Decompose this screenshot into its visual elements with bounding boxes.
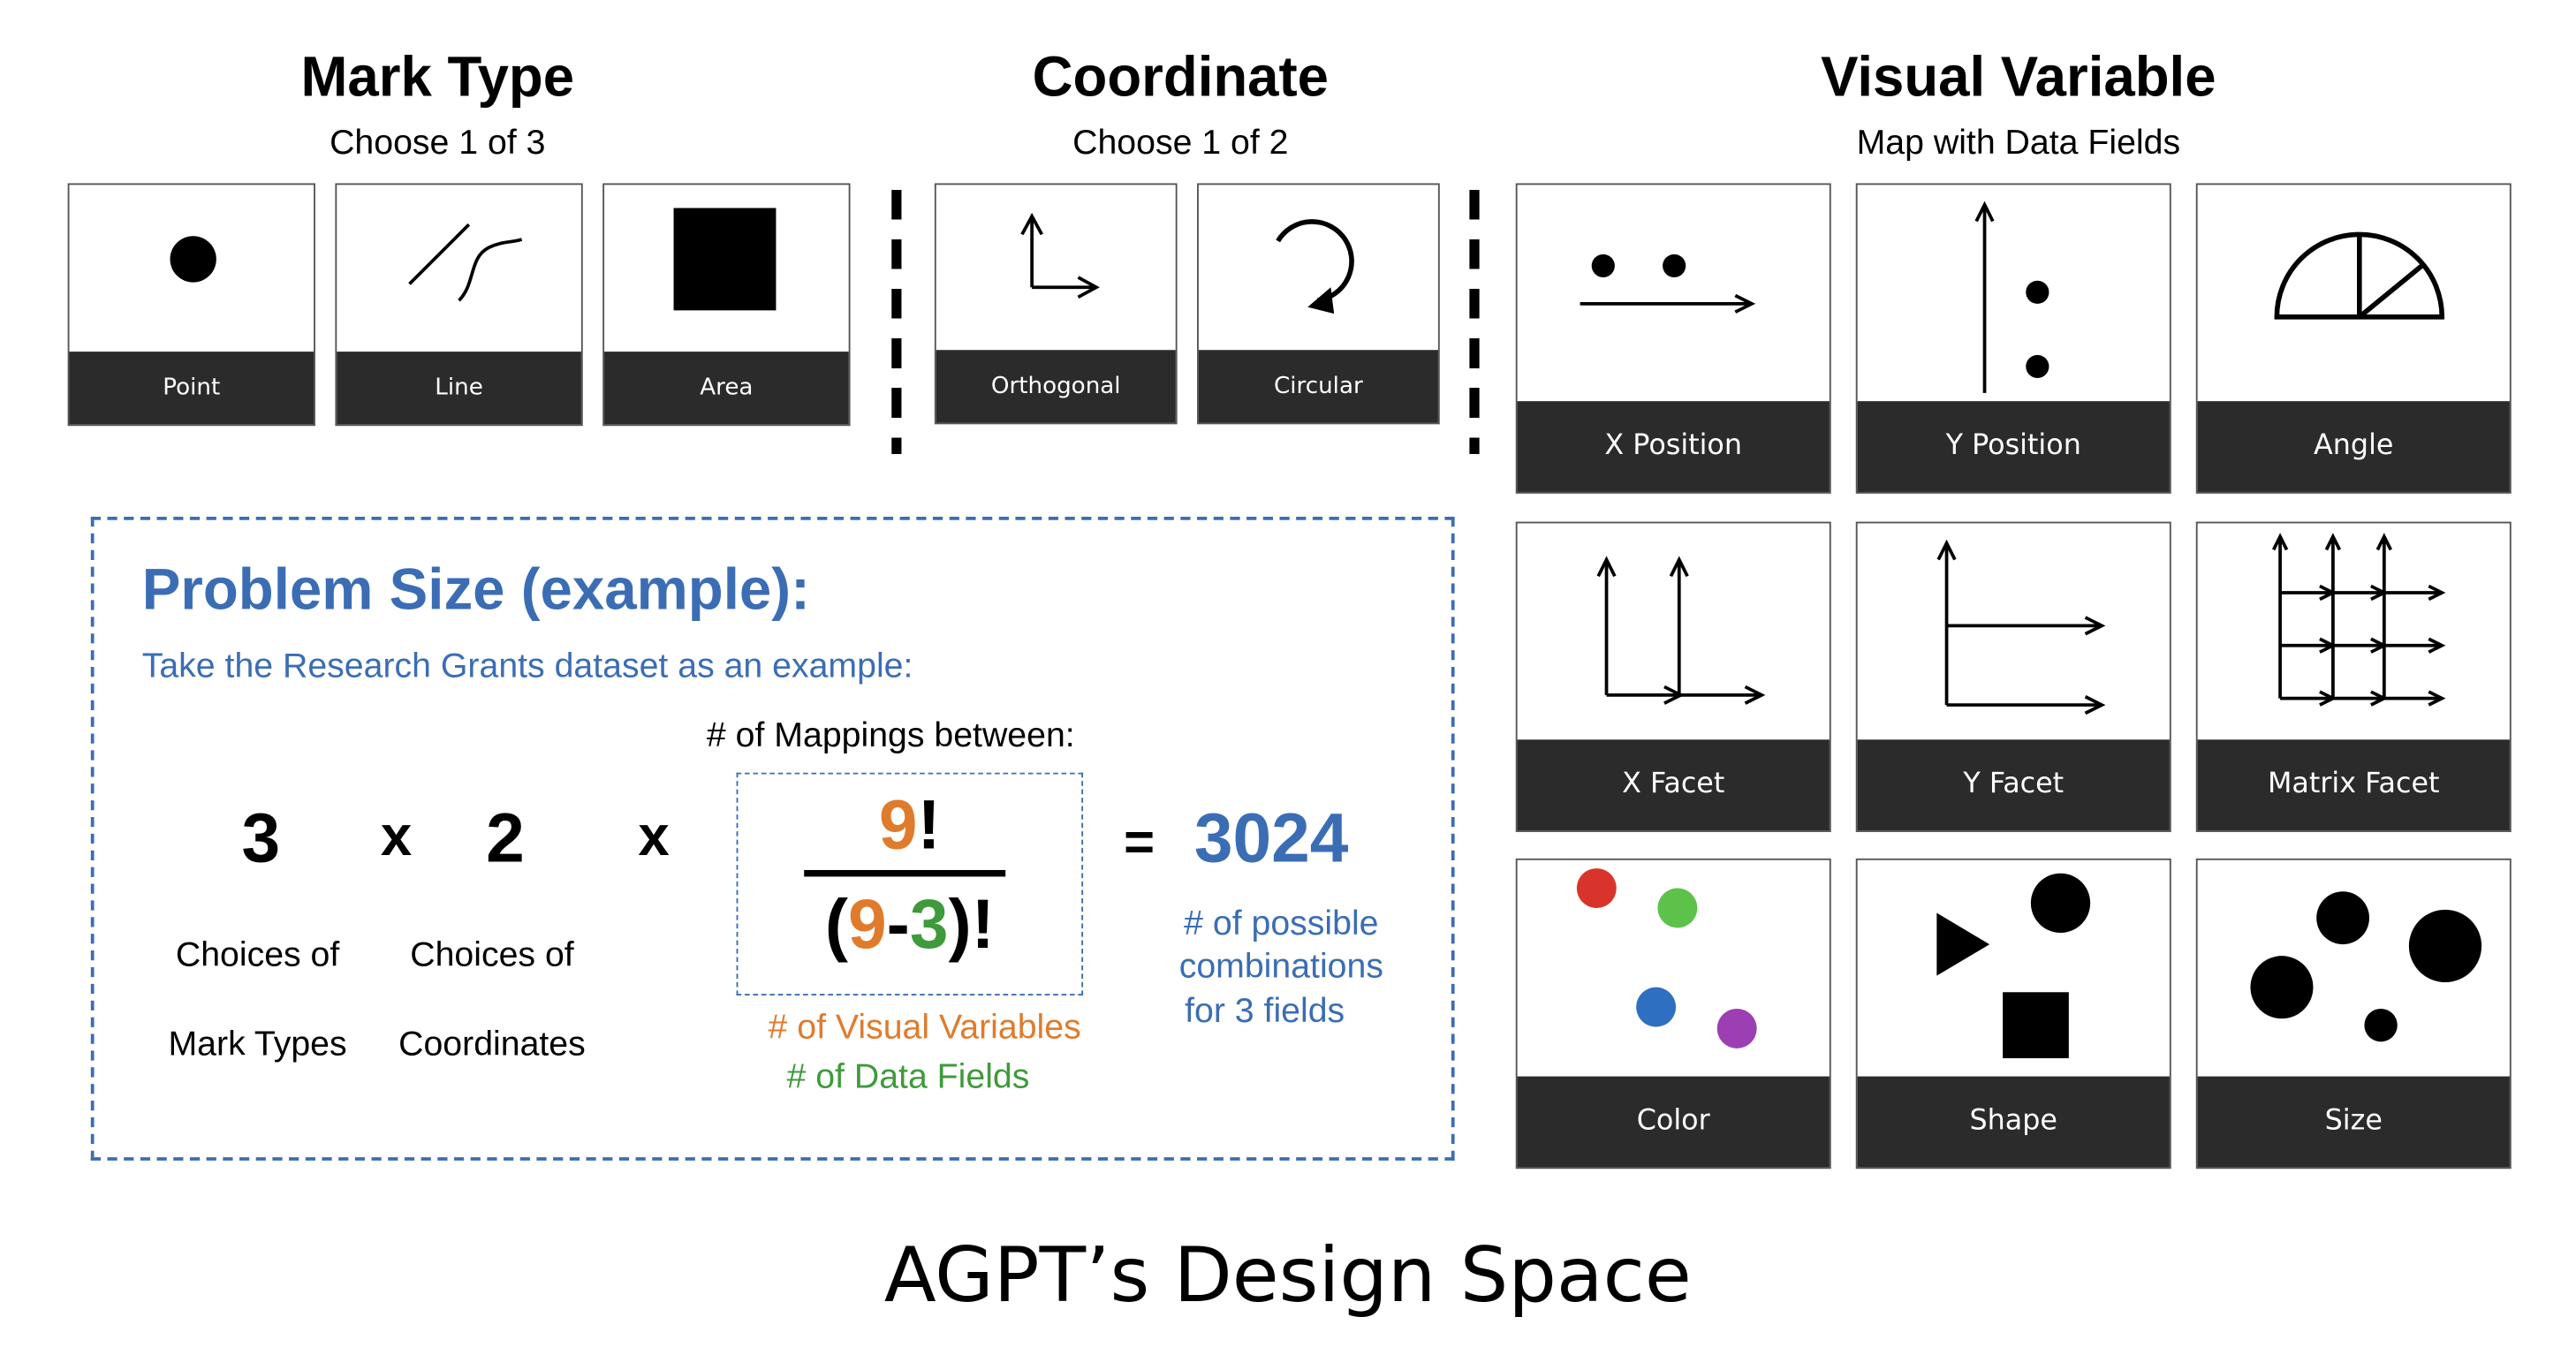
- circular-arrow-icon: [1276, 219, 1354, 314]
- vv-card-color[interactable]: Color: [1515, 858, 1831, 1170]
- y-facet-icon: [1936, 539, 2106, 715]
- result-caption-line3: for 3 fields: [1185, 992, 1345, 1031]
- vv-card-size[interactable]: Size: [2195, 858, 2512, 1170]
- section-separator: [1469, 189, 1480, 454]
- coord-count: 2: [486, 799, 525, 877]
- vv-card-shape[interactable]: Shape: [1855, 858, 2171, 1170]
- mark-caption-line2: Mark Types: [168, 1025, 347, 1064]
- visual-variable-subtitle: Map with Data Fields: [1856, 124, 2181, 163]
- matrix-facet-icon: [2271, 533, 2446, 707]
- visual-variable-title: Visual Variable: [1821, 46, 2216, 110]
- vv-card-x-position[interactable]: X Position: [1515, 183, 1831, 494]
- purple-dot: [1716, 1008, 1757, 1048]
- vv-label: Matrix Facet: [2197, 739, 2510, 831]
- vv-label: Y Facet: [1857, 739, 2170, 831]
- vv-card-y-position[interactable]: Y Position: [1855, 183, 2171, 494]
- green-dot: [1657, 888, 1698, 928]
- point-icon: [170, 236, 216, 283]
- color-dots-icon: [1576, 868, 1757, 1048]
- coordinate-label: Circular: [1198, 350, 1438, 423]
- line-icon: [408, 223, 523, 302]
- vv-card-matrix-facet[interactable]: Matrix Facet: [2195, 521, 2512, 832]
- x-position-icon: [1580, 254, 1756, 314]
- mark-label: Point: [69, 352, 314, 425]
- denominator-nine: 9: [847, 884, 887, 963]
- result-count: 3024: [1193, 799, 1349, 877]
- mark-label: Area: [604, 352, 849, 425]
- coordinate-card-circular[interactable]: Circular: [1197, 183, 1440, 425]
- denominator-minus: -: [886, 884, 910, 963]
- size-icon: [2250, 891, 2482, 1042]
- times-sign-2: x: [638, 806, 670, 869]
- numerator-factorial: !: [917, 785, 941, 864]
- fraction-numerator: 9!: [737, 786, 1083, 866]
- mark-label: Line: [337, 352, 581, 425]
- orthogonal-axes-icon: [1020, 212, 1100, 299]
- coordinate-label: Orthogonal: [936, 350, 1176, 423]
- equals-sign: =: [1124, 812, 1155, 872]
- vv-label: X Position: [1517, 401, 1830, 492]
- mark-card-area[interactable]: Area: [602, 183, 851, 427]
- angle-icon: [2274, 231, 2445, 320]
- vv-label: X Facet: [1517, 739, 1830, 831]
- numerator-nine: 9: [878, 785, 918, 864]
- fraction-bar: [804, 869, 1006, 877]
- mark-card-point[interactable]: Point: [67, 183, 315, 427]
- fraction-denominator: (9-3)!: [737, 885, 1083, 965]
- vv-label: Y Position: [1857, 401, 2170, 492]
- coord-caption-line2: Coordinates: [398, 1025, 586, 1064]
- x-facet-icon: [1596, 556, 1766, 705]
- result-caption-line2: combinations: [1178, 947, 1383, 986]
- section-separator: [891, 189, 902, 454]
- blue-dot: [1636, 987, 1677, 1027]
- mark-type-title: Mark Type: [300, 46, 575, 110]
- data-fields-legend: # of Data Fields: [786, 1058, 1030, 1097]
- result-caption-line1: # of possible: [1184, 905, 1379, 943]
- denominator-close: )!: [948, 884, 995, 963]
- vv-label: Size: [2197, 1076, 2510, 1168]
- visual-variables-legend: # of Visual Variables: [768, 1008, 1081, 1047]
- vv-label: Color: [1517, 1076, 1830, 1168]
- denominator-three: 3: [909, 884, 949, 963]
- times-sign-1: x: [380, 806, 413, 869]
- area-icon: [673, 208, 777, 311]
- vv-card-angle[interactable]: Angle: [2195, 183, 2512, 494]
- vv-card-x-facet[interactable]: X Facet: [1515, 521, 1831, 832]
- vv-label: Angle: [2197, 401, 2510, 492]
- mark-count: 3: [241, 799, 281, 877]
- coordinate-card-orthogonal[interactable]: Orthogonal: [934, 183, 1178, 425]
- problem-title: Problem Size (example):: [141, 557, 810, 623]
- mark-caption-line1: Choices of: [175, 935, 340, 974]
- coordinate-title: Coordinate: [1032, 46, 1330, 110]
- vv-card-y-facet[interactable]: Y Facet: [1855, 521, 2171, 832]
- figure-caption: AGPT’s Design Space: [883, 1230, 1692, 1320]
- y-position-icon: [1974, 201, 2049, 393]
- red-dot: [1576, 868, 1617, 908]
- coord-caption-line1: Choices of: [410, 935, 574, 974]
- mark-card-line[interactable]: Line: [335, 183, 583, 427]
- permutation-box: [736, 772, 1084, 996]
- problem-subtitle: Take the Research Grants dataset as an e…: [141, 647, 913, 685]
- problem-size-box: [90, 516, 1455, 1161]
- mark-type-subtitle: Choose 1 of 3: [330, 124, 546, 163]
- vv-label: Shape: [1857, 1076, 2170, 1168]
- coordinate-subtitle: Choose 1 of 2: [1072, 124, 1289, 163]
- mappings-label: # of Mappings between:: [706, 716, 1075, 755]
- denominator-open: (: [824, 884, 848, 963]
- shape-icon: [1936, 873, 2091, 1059]
